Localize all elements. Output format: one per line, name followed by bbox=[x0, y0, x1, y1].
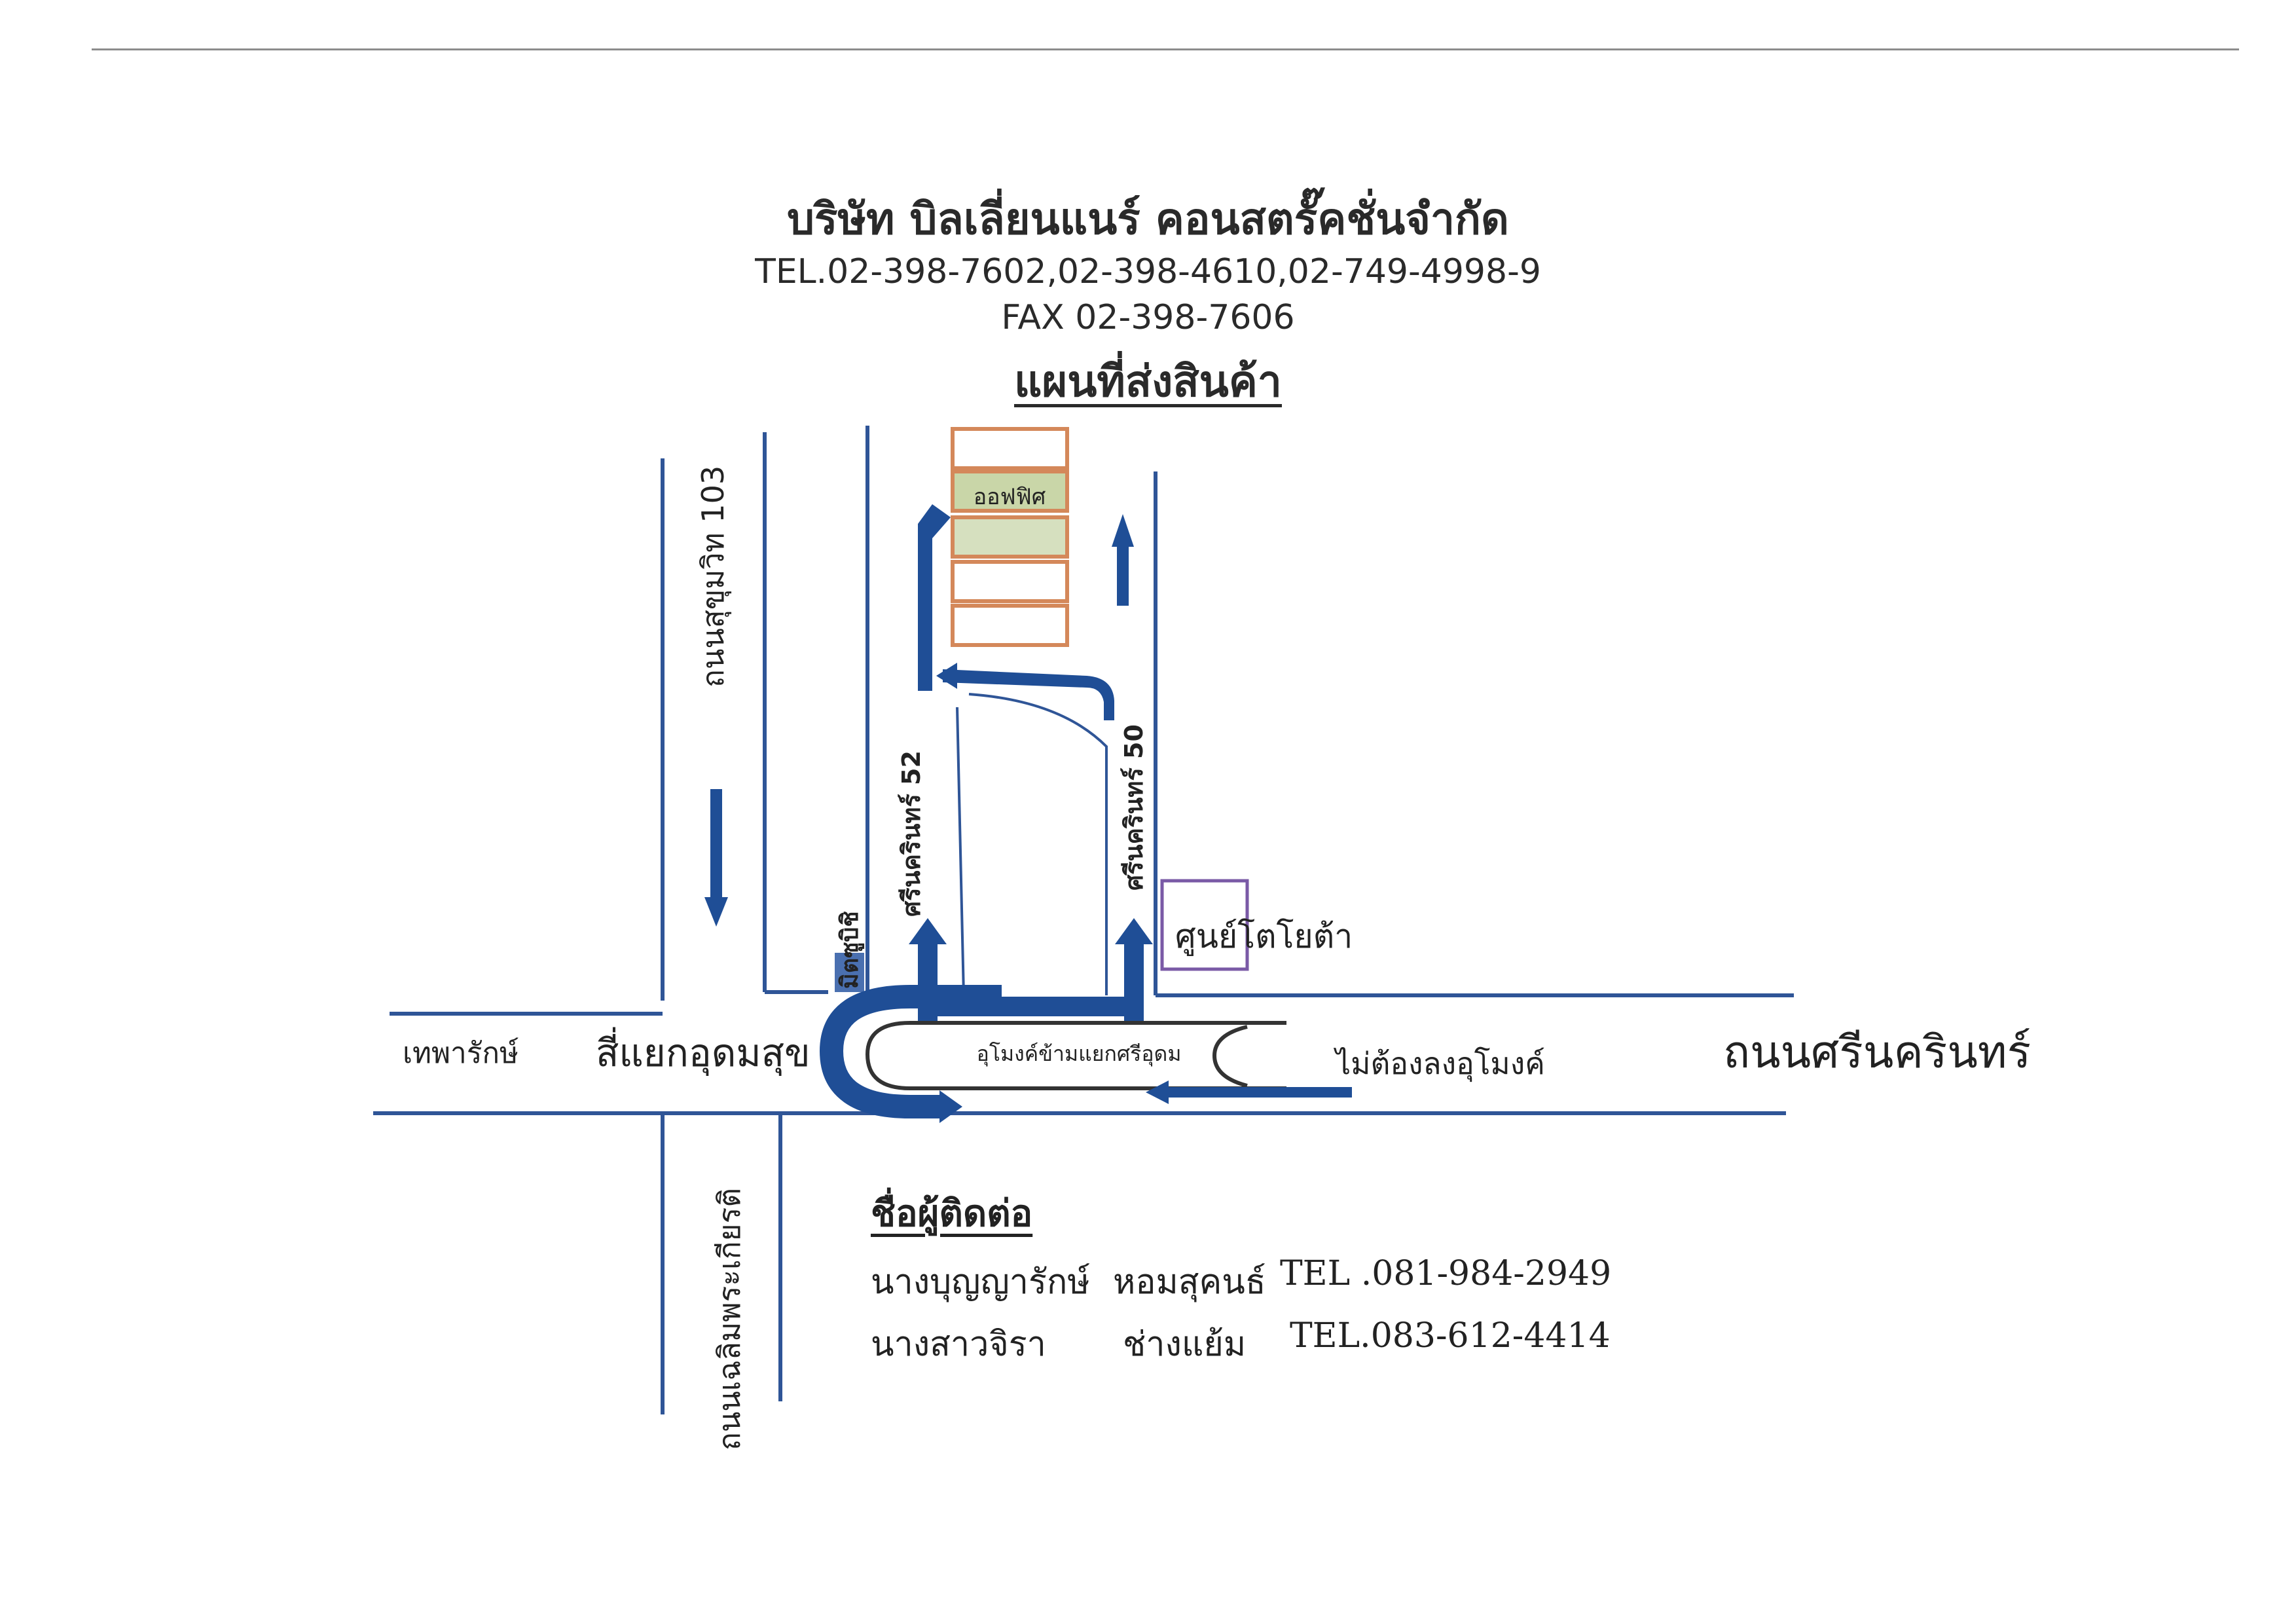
building-3 bbox=[951, 515, 1069, 559]
mitsubishi-box bbox=[835, 953, 864, 992]
soi50-up-arrow-head bbox=[1112, 514, 1134, 547]
soi52-inner-line bbox=[956, 707, 965, 996]
top-rule bbox=[92, 48, 2239, 50]
sukhumvit-label: ถนนสุขุมวิท 103 bbox=[695, 466, 732, 688]
building-4 bbox=[951, 560, 1069, 603]
sukhumvit-down-arrow-head bbox=[704, 897, 728, 927]
sukhumvit-down-arrow-shaft bbox=[710, 789, 722, 900]
theparak-label: เทพารักษ์ bbox=[403, 1037, 519, 1070]
map-title: แผนที่ส่งสินค้า bbox=[1014, 356, 1282, 407]
no-tunnel-arrow-head bbox=[1146, 1080, 1169, 1104]
soi50-entry-head bbox=[1115, 918, 1153, 944]
cross-link-head bbox=[936, 663, 957, 689]
toyota-box bbox=[1160, 879, 1249, 971]
no-tunnel-label: ไม่ต้องลงอุโมงค์ bbox=[1333, 1046, 1545, 1082]
intersection-label: สี่แยกอุดมสุข bbox=[596, 1027, 811, 1077]
contact-1-tel: TEL .081-984-2949 bbox=[1280, 1254, 1612, 1293]
soi50-up-arrow-shaft bbox=[1117, 544, 1129, 606]
tunnel: อุโมงค์ข้ามแยกศรีอุดม bbox=[865, 1021, 1352, 1104]
company-fax: FAX 02-398-7606 bbox=[1001, 298, 1295, 337]
contact-1-surname: หอมสุคนธ์ bbox=[1113, 1263, 1266, 1302]
contact-2-surname: ช่างแย้ม bbox=[1123, 1325, 1247, 1364]
u-turn-arrow bbox=[819, 985, 1002, 1123]
tunnel-outline bbox=[865, 1021, 1286, 1090]
buildings: ออฟฟิศ bbox=[951, 427, 1069, 647]
soi52-office-head bbox=[918, 504, 951, 538]
chalermprakiat-label: ถนนเฉลิมพระเกียรติ bbox=[712, 1188, 747, 1450]
contact-title: ชื่อผู้ติดต่อ bbox=[871, 1192, 1033, 1235]
u-turn-head bbox=[939, 1090, 962, 1123]
building-office bbox=[951, 470, 1069, 513]
building-1 bbox=[951, 427, 1069, 470]
cross-link-arrow bbox=[943, 669, 1114, 720]
contact-2-tel: TEL.083-612-4414 bbox=[1290, 1316, 1611, 1356]
office-label: ออฟฟิศ bbox=[974, 484, 1046, 510]
company-name: บริษัท บิลเลี่ยนแนร์ คอนสตรั๊คชั่นจำกัด bbox=[787, 194, 1509, 244]
arrows bbox=[704, 504, 1153, 1022]
mitsubishi-label: มิตซูบิชิ bbox=[837, 911, 865, 989]
tunnel-mouth bbox=[1212, 1025, 1248, 1088]
soi52-label: ศรีนครินทร์ 52 bbox=[897, 750, 926, 917]
srinakarin-label: ถนนศรีนครินทร์ bbox=[1723, 1027, 2031, 1079]
contact-2-name: นางสาวจิรา bbox=[871, 1325, 1046, 1364]
soi52-office-shaft bbox=[918, 537, 932, 691]
soi52-entry-head bbox=[909, 918, 947, 944]
road-lines bbox=[373, 426, 1794, 1414]
toyota-label: ศูนย์โตโยต้า bbox=[1175, 917, 1353, 956]
tunnel-label: อุโมงค์ข้ามแยกศรีอุดม bbox=[977, 1041, 1182, 1067]
soi50-label: ศรีนครินทร์ 50 bbox=[1120, 724, 1148, 891]
no-tunnel-arrow-shaft bbox=[1165, 1087, 1352, 1098]
contact-1-name: นางบุญญารักษ์ bbox=[871, 1263, 1090, 1302]
company-phone: TEL.02-398-7602,02-398-4610,02-749-4998-… bbox=[755, 252, 1541, 291]
building-5 bbox=[951, 604, 1069, 647]
inner-lanes bbox=[956, 693, 1108, 996]
u-turn-outer bbox=[819, 985, 1002, 1118]
soi50-curve bbox=[968, 693, 1108, 995]
